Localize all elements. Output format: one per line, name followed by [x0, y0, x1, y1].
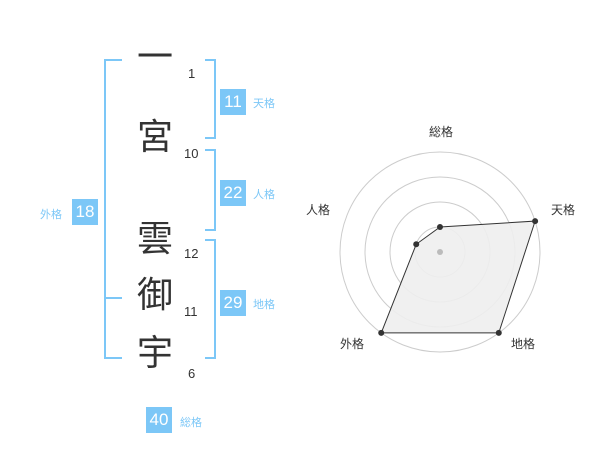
tenkaku-bracket [205, 59, 216, 139]
jinkaku-label: 人格 [253, 188, 275, 201]
radar-shape [380, 220, 536, 334]
jinkaku-bracket [205, 149, 216, 231]
soukaku-label: 総格 [180, 416, 202, 429]
tenkaku-label: 天格 [253, 97, 275, 110]
radar-point [532, 218, 539, 225]
stroke-count-2: 10 [184, 146, 199, 161]
name-char-1: 一 [136, 37, 173, 78]
radar-points [378, 218, 539, 336]
name-char-3: 雲 [136, 219, 173, 260]
radar-point [437, 224, 443, 230]
radar-label-gaikaku: 外格 [340, 337, 365, 351]
name-char-5: 宇 [136, 333, 173, 374]
gaikaku-bracket [104, 59, 122, 359]
chikaku-label: 地格 [253, 298, 275, 311]
stroke-count-3: 12 [184, 246, 199, 261]
chikaku-value: 29 [220, 290, 246, 316]
tenkaku-value: 11 [220, 89, 246, 115]
stroke-count-4: 11 [184, 304, 198, 319]
radar-point [378, 329, 385, 336]
radar-label-jinkaku: 人格 [306, 203, 331, 217]
radar-ring [339, 151, 541, 353]
radar-point [495, 329, 502, 336]
jinkaku-value: 22 [220, 180, 246, 206]
radar-label-chikaku: 地格 [511, 337, 536, 351]
chikaku-bracket [205, 239, 216, 359]
stroke-count-1: 1 [188, 66, 196, 81]
gaikaku-value: 18 [72, 199, 98, 225]
radar-label-tenkaku: 天格 [551, 203, 576, 217]
stroke-count-5: 6 [188, 366, 196, 381]
radar-center [437, 249, 443, 255]
gaikaku-label: 外格 [40, 208, 62, 221]
soukaku-value: 40 [146, 407, 172, 433]
radar-label-soukaku: 総格 [429, 125, 454, 139]
radar-point [413, 241, 420, 248]
name-char-4: 御 [136, 275, 173, 316]
name-char-2: 宮 [136, 117, 173, 158]
